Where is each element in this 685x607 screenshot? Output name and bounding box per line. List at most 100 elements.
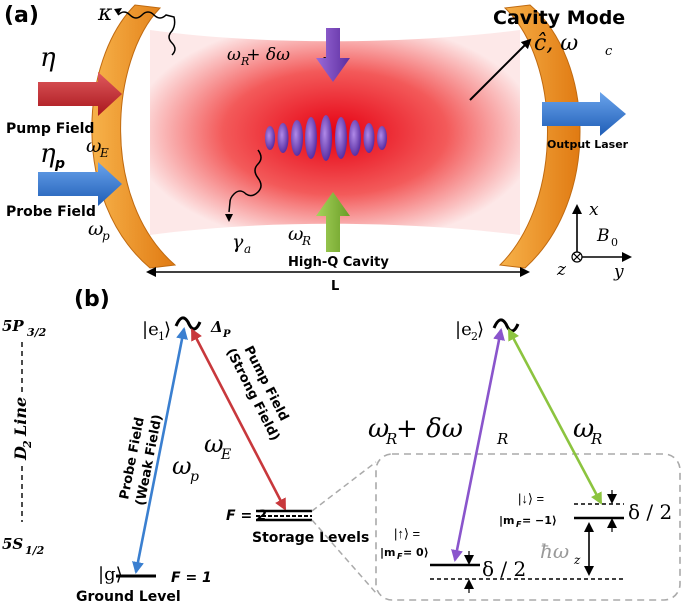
- atom: [363, 123, 375, 153]
- e1-ket-close: ⟩: [164, 319, 171, 340]
- b-field-label: B: [596, 226, 610, 246]
- eta-symbol: η: [40, 43, 56, 73]
- bottom-beam-label: ω: [288, 223, 304, 245]
- gamma-subscript: a: [244, 242, 251, 256]
- atom-array: [265, 115, 387, 161]
- down-delta-half: δ / 2: [628, 500, 672, 524]
- pump-strong-label: Pump Field (Strong Field): [223, 344, 291, 444]
- gamma-arrowhead: [225, 214, 233, 222]
- top-beam-label: ω + δω: [227, 45, 290, 65]
- axis-z-cross: [573, 253, 581, 261]
- atom: [291, 120, 303, 156]
- atom: [265, 126, 275, 150]
- probe-field-arrow: [38, 162, 122, 206]
- omega-r-plus-transition: [451, 328, 505, 562]
- omega-e-symbol: ω: [86, 135, 102, 157]
- zoom-box: [375, 453, 681, 601]
- cavity-name: High-Q Cavity: [288, 255, 389, 270]
- pump-field-label: Pump Field: [6, 121, 94, 137]
- axis-x-label: x: [589, 200, 599, 220]
- cavity-mode-subscript: c: [605, 44, 613, 59]
- up-mf-sub: F: [397, 552, 403, 561]
- ground-level-label: Ground Level: [76, 589, 181, 605]
- pump-transition-arrow: [190, 328, 287, 511]
- panel-b-label: (b): [74, 287, 110, 312]
- omega-r-plus-symbol: ω: [368, 414, 389, 444]
- e1-tilde: [174, 316, 202, 331]
- eta-p-symbol: η: [40, 139, 56, 169]
- probe-field-label: Probe Field: [6, 204, 96, 220]
- omega-e-b-subscript: E: [220, 447, 231, 463]
- omega-r-subscript: R: [590, 430, 602, 448]
- output-laser-label: Output Laser: [547, 138, 629, 151]
- up-ket: |↑⟩ =: [394, 526, 420, 541]
- gamma-decay-wave: [228, 149, 262, 213]
- down-mf-sub: F: [516, 520, 522, 529]
- d2-symbol: D: [11, 446, 30, 461]
- zoom-line-top: [311, 461, 377, 512]
- omega-e-subscript: E: [99, 146, 109, 160]
- omega-p-b-subscript: p: [190, 469, 199, 485]
- cavity-mode-pointer: [469, 38, 532, 101]
- bottom-beam-subscript: R: [301, 234, 311, 248]
- atom: [349, 120, 361, 156]
- omega-p-b-symbol: ω: [172, 452, 192, 480]
- pump-field-arrow: [38, 72, 122, 116]
- cavity-mode-title: Cavity Mode: [493, 7, 625, 29]
- kappa-symbol: κ: [97, 1, 113, 26]
- top-beam-arrow: [316, 28, 350, 82]
- e2-tilde: [492, 318, 520, 333]
- down-mf: |m: [499, 514, 514, 527]
- kappa-arrowhead: [114, 8, 122, 15]
- delta-p-symbol: Δ: [210, 318, 223, 336]
- level-5s-label: 5S: [2, 535, 23, 553]
- omega-p-symbol: ω: [88, 218, 104, 240]
- e2-ket-close: ⟩: [477, 319, 484, 340]
- axis-y-label: y: [613, 262, 624, 282]
- omega-r-transition: [507, 328, 603, 505]
- cavity-beam: [150, 30, 520, 235]
- delta-p-subscript: P: [222, 329, 231, 340]
- omega-p-subscript: p: [102, 229, 110, 243]
- b-field-subscript: 0: [611, 236, 618, 249]
- kappa-loss-wave: [117, 11, 176, 56]
- down-ket: |↓⟩ =: [518, 491, 544, 506]
- f2-label: F = 2: [226, 508, 267, 524]
- storage-levels-label: Storage Levels: [252, 530, 369, 546]
- atom: [305, 117, 317, 159]
- g-ket: |g⟩: [98, 564, 123, 585]
- e2-ket: |e: [455, 319, 472, 340]
- plus-delta-omega-subscript: R: [496, 430, 508, 448]
- level-5p-label: 5P: [2, 317, 24, 335]
- e1-ket: |e: [142, 319, 159, 340]
- bottom-beam-arrow: [316, 192, 350, 252]
- atom: [277, 123, 289, 153]
- hbar-symbol: ħω: [540, 539, 569, 563]
- up-mf-value: = 0⟩: [403, 546, 429, 559]
- d2-line-label: D 2 Line: [11, 397, 34, 461]
- atom: [377, 126, 387, 150]
- top-beam-sub1: R: [240, 55, 249, 68]
- panel-a-label: (a): [4, 3, 39, 28]
- cavity-mode-symbols: ĉ, ω: [534, 31, 578, 56]
- atom: [335, 117, 347, 159]
- hbar-omega-subscript: z: [573, 553, 581, 567]
- d2-subscript: 2: [21, 440, 34, 449]
- zoom-line-bottom: [311, 519, 377, 594]
- omega-r-symbol: ω: [573, 414, 594, 444]
- level-5p-subscript: 3/2: [27, 326, 47, 339]
- output-laser-arrow: [542, 92, 626, 136]
- level-5s-subscript: 1/2: [25, 544, 45, 557]
- probe-transition-arrow: [132, 327, 188, 574]
- down-mf-value: = −1⟩: [522, 514, 557, 527]
- eta-p-subscript: p: [54, 156, 65, 172]
- atom: [320, 115, 332, 161]
- gamma-symbol: γ: [232, 231, 244, 253]
- f1-label: F = 1: [171, 570, 212, 586]
- plus-delta-omega: + δω: [396, 414, 463, 444]
- up-delta-half: δ / 2: [482, 557, 526, 581]
- up-mf: |m: [380, 546, 395, 559]
- d2-line-word: Line: [11, 397, 30, 437]
